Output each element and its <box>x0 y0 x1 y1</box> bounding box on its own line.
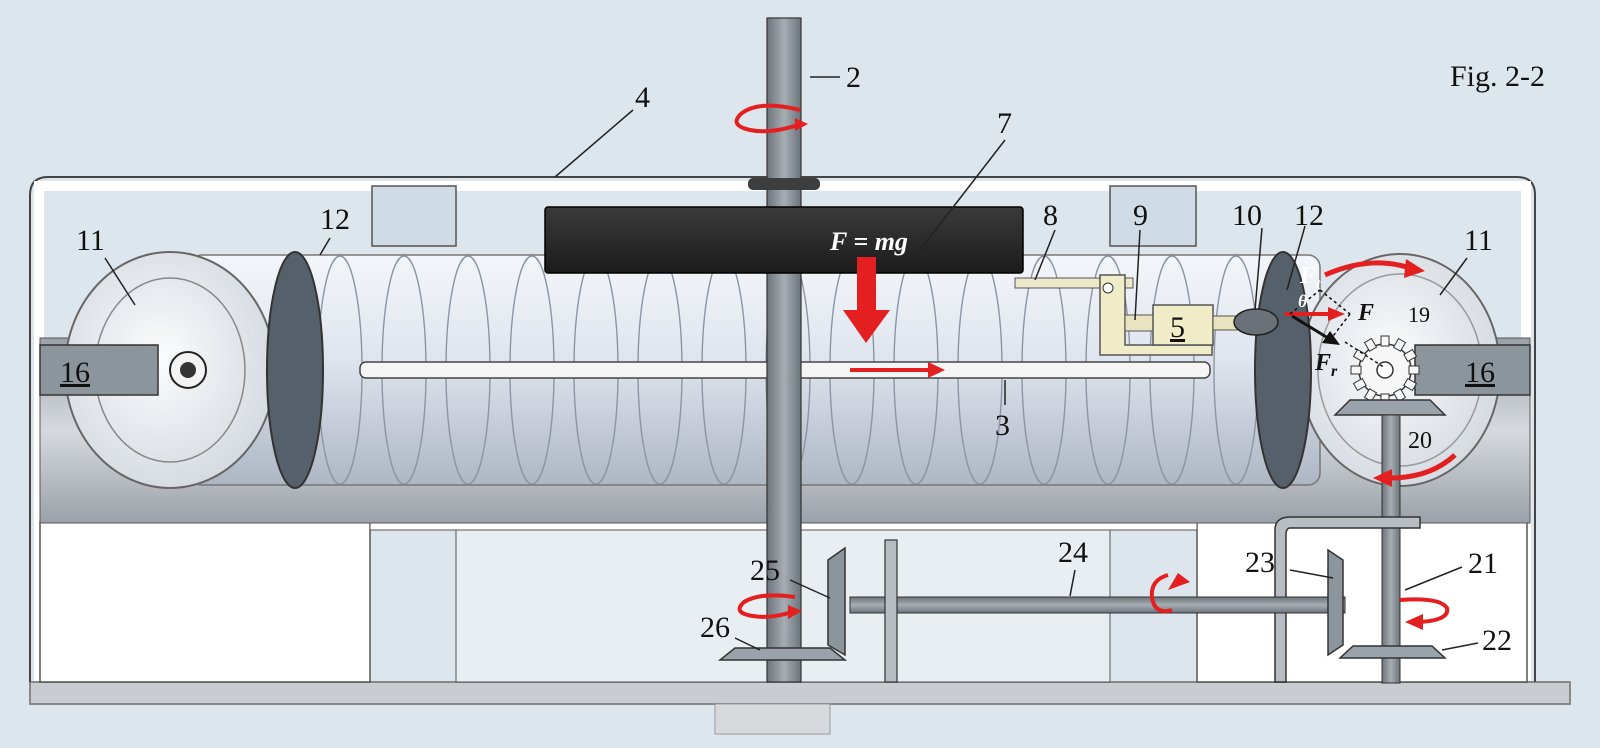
label-24: 24 <box>1058 536 1088 569</box>
leader-lines <box>104 76 1479 651</box>
bevel-gear-26 <box>717 647 848 661</box>
bevel-gear-20 <box>1333 399 1447 416</box>
figure-caption: Fig. 2-2 <box>1450 60 1545 93</box>
rotation-arrow-shaft-2 <box>734 103 808 134</box>
frame-window-left <box>371 185 457 247</box>
label-21: 21 <box>1468 547 1498 580</box>
formula-label: F = mg <box>829 227 908 256</box>
label-26: 26 <box>700 611 730 644</box>
force-ft-label: Ft <box>1299 263 1321 293</box>
label-22: 22 <box>1482 624 1512 657</box>
label-16-right: 16 <box>1465 356 1495 389</box>
block-5 <box>1152 304 1214 346</box>
label-9: 9 <box>1133 199 1148 232</box>
label-11-left: 11 <box>76 224 105 257</box>
piston-rod <box>1124 314 1156 332</box>
force-vectors <box>1289 289 1386 369</box>
left-pulley-rim-12 <box>266 251 324 489</box>
label-20: 20 <box>1408 428 1432 454</box>
left-axle-inner <box>180 362 196 378</box>
label-25: 25 <box>750 554 780 587</box>
label-5: 5 <box>1170 311 1185 344</box>
shaft-21 <box>1381 414 1401 684</box>
gear-19-tooth <box>1403 348 1418 363</box>
shaft-24 <box>849 596 1346 614</box>
gear-19-tooth <box>1352 348 1367 363</box>
gear-19-tooth <box>1403 377 1418 392</box>
rotation-arrow-shaft-26 <box>737 593 802 619</box>
label-11-right: 11 <box>1464 224 1493 257</box>
slider-pin <box>1102 282 1114 294</box>
frame-window-right <box>1109 185 1197 247</box>
right-arm-16 <box>1414 344 1531 396</box>
label-12-right: 12 <box>1294 199 1324 232</box>
rotation-arrow-top <box>1323 260 1411 278</box>
base-plate <box>29 681 1571 705</box>
rotation-arrow-bottom-head <box>1373 469 1392 487</box>
gear-19-hub <box>1376 361 1394 379</box>
force-f-arrow <box>1285 307 1345 321</box>
rotation-arrow-shaft-24 <box>1149 573 1190 614</box>
gear-19-tooth <box>1408 365 1420 375</box>
label-12-left: 12 <box>320 203 350 236</box>
gear-19-tooth <box>1380 335 1390 347</box>
label-3: 3 <box>995 409 1010 442</box>
gear-19-tooth <box>1363 337 1378 352</box>
label-10: 10 <box>1232 199 1262 232</box>
force-arrow-down <box>843 257 890 343</box>
rotation-arrow-bottom <box>1389 453 1457 481</box>
slot-direction-arrow <box>850 362 945 378</box>
gear-19-tooth <box>1350 365 1362 375</box>
label-2: 2 <box>846 61 861 94</box>
frame-left-post <box>34 181 44 681</box>
left-arm-16 <box>39 344 159 396</box>
label-23: 23 <box>1245 546 1275 579</box>
rotation-arrow-top-head <box>1404 259 1425 278</box>
label-7: 7 <box>997 107 1012 140</box>
link-10 <box>1233 308 1279 336</box>
rotation-arrow-shaft-21 <box>1399 597 1450 630</box>
shaft-bracket <box>1274 516 1421 683</box>
gear-19-tooth <box>1392 337 1407 352</box>
label-8: 8 <box>1043 199 1058 232</box>
force-f-label: F <box>1357 300 1374 326</box>
shaft-24-support <box>884 539 898 683</box>
shaft-2-collar <box>748 178 820 190</box>
frame-lower-panel-left <box>39 521 371 683</box>
label-4: 4 <box>635 81 650 114</box>
weight-7 <box>544 206 1024 274</box>
label-19: 19 <box>1408 302 1430 327</box>
bevel-gear-25 <box>827 546 846 657</box>
floor-block <box>714 703 831 735</box>
force-fr-label: Fr <box>1314 350 1338 380</box>
gear-19-tooth <box>1352 377 1367 392</box>
bevel-gear-22 <box>1338 645 1447 659</box>
label-16-left: 16 <box>60 356 90 389</box>
angle-theta-label: θ <box>1298 291 1308 311</box>
bar-8 <box>1014 277 1134 289</box>
bevel-gear-23 <box>1327 548 1344 657</box>
